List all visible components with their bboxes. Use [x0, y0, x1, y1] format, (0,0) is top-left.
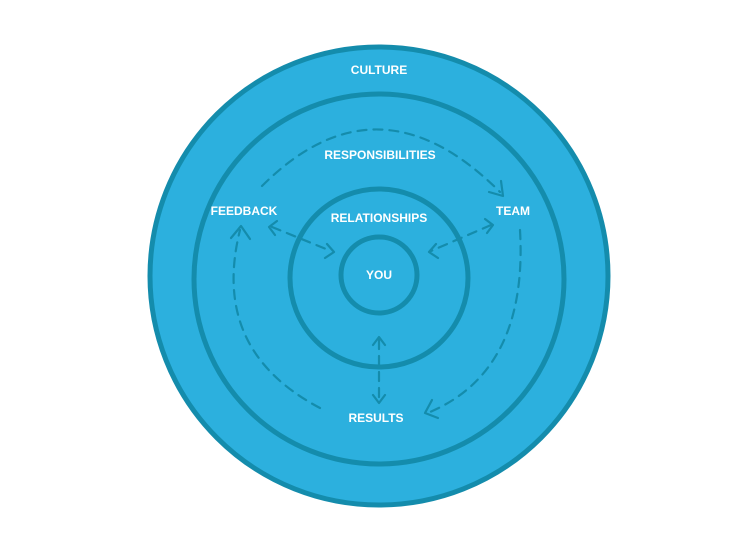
feedback-you-head-b	[323, 242, 336, 260]
team-arrowhead	[487, 179, 505, 198]
results-right-arrowhead	[423, 398, 440, 420]
arc-results-to-feedback-arrow	[232, 228, 322, 410]
arc-feedback-to-team-arrow	[260, 128, 502, 194]
team-you-head-b	[427, 242, 440, 260]
team-label: TEAM	[496, 204, 530, 218]
arc-team-to-results-arrow	[428, 228, 522, 414]
relationships-label: RELATIONSHIPS	[331, 211, 427, 225]
results-you-head-a	[371, 335, 387, 347]
you-ring	[338, 234, 420, 316]
results-label: RESULTS	[348, 411, 403, 425]
team-you-arrow	[429, 223, 493, 253]
feedback-you-arrow	[270, 225, 333, 253]
team-you-head-a	[483, 217, 495, 235]
you-label: YOU	[366, 268, 392, 282]
feedback-you-head-a	[267, 219, 279, 237]
feedback-label: FEEDBACK	[211, 204, 278, 218]
results-you-head-b	[371, 393, 387, 405]
feedback-arrowhead	[229, 224, 252, 241]
responsibilities-label: RESPONSIBILITIES	[324, 148, 435, 162]
culture-label: CULTURE	[351, 63, 407, 77]
